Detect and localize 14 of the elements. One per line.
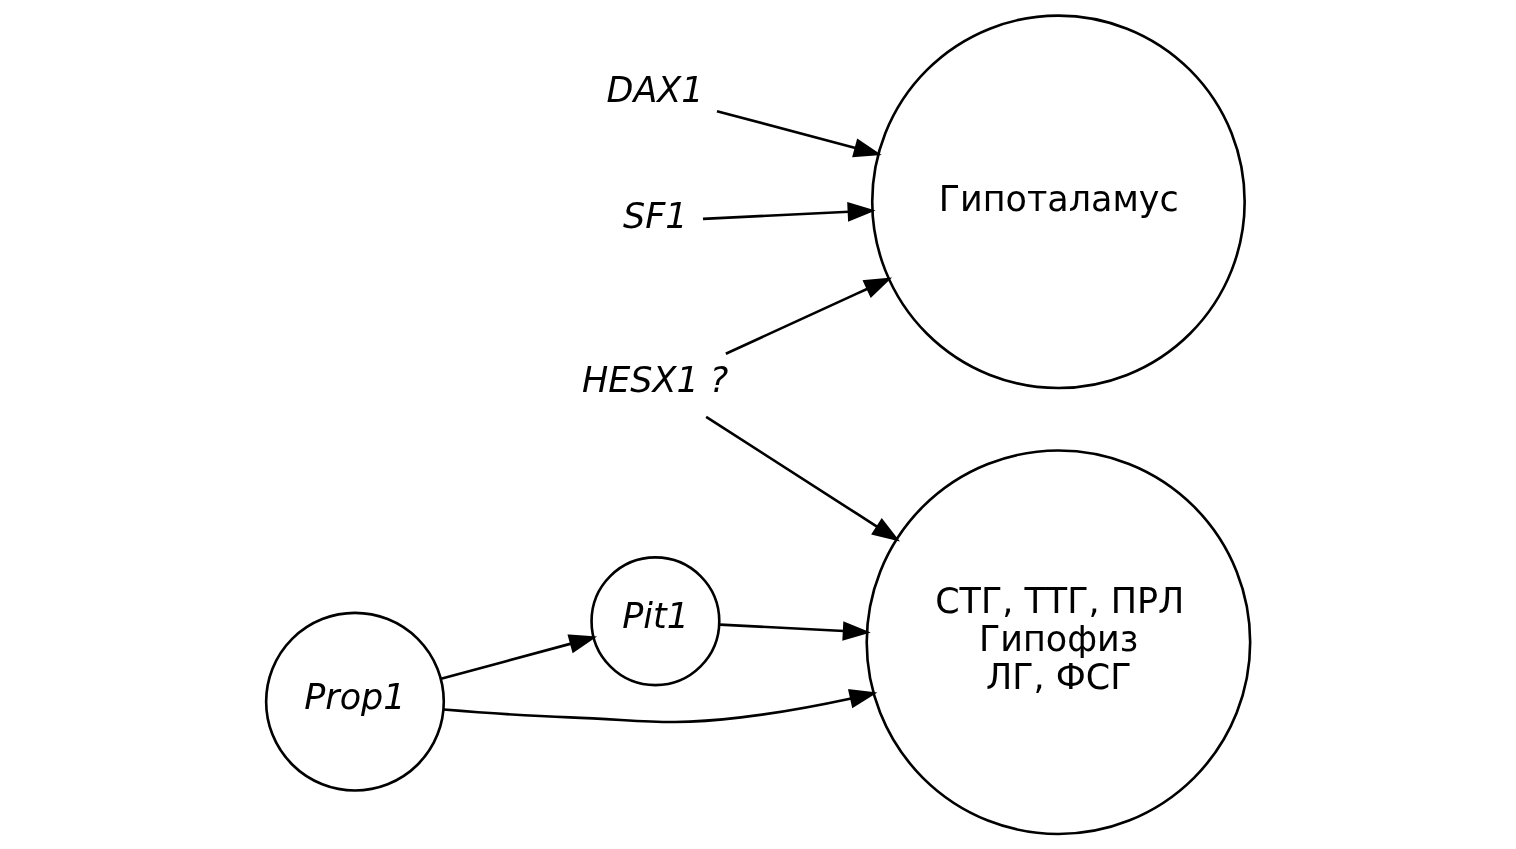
- arrow: [719, 621, 871, 641]
- node-circle: Pit1: [590, 556, 721, 687]
- arrow: [440, 634, 598, 681]
- arrow: [702, 202, 876, 222]
- node-text: HESX1 ?: [582, 360, 729, 401]
- node-text: SF1: [623, 196, 688, 237]
- node-circle: Prop1: [264, 611, 446, 792]
- arrow: [725, 277, 893, 355]
- node-circle: Гипоталамус: [870, 14, 1246, 390]
- arrow: [443, 689, 878, 724]
- arrow: [705, 415, 900, 542]
- node-text: DAX1: [606, 70, 704, 111]
- arrow: [716, 109, 882, 158]
- node-circle: СТГ, ТТГ, ПРЛ Гипофиз ЛГ, ФСГ: [865, 449, 1252, 836]
